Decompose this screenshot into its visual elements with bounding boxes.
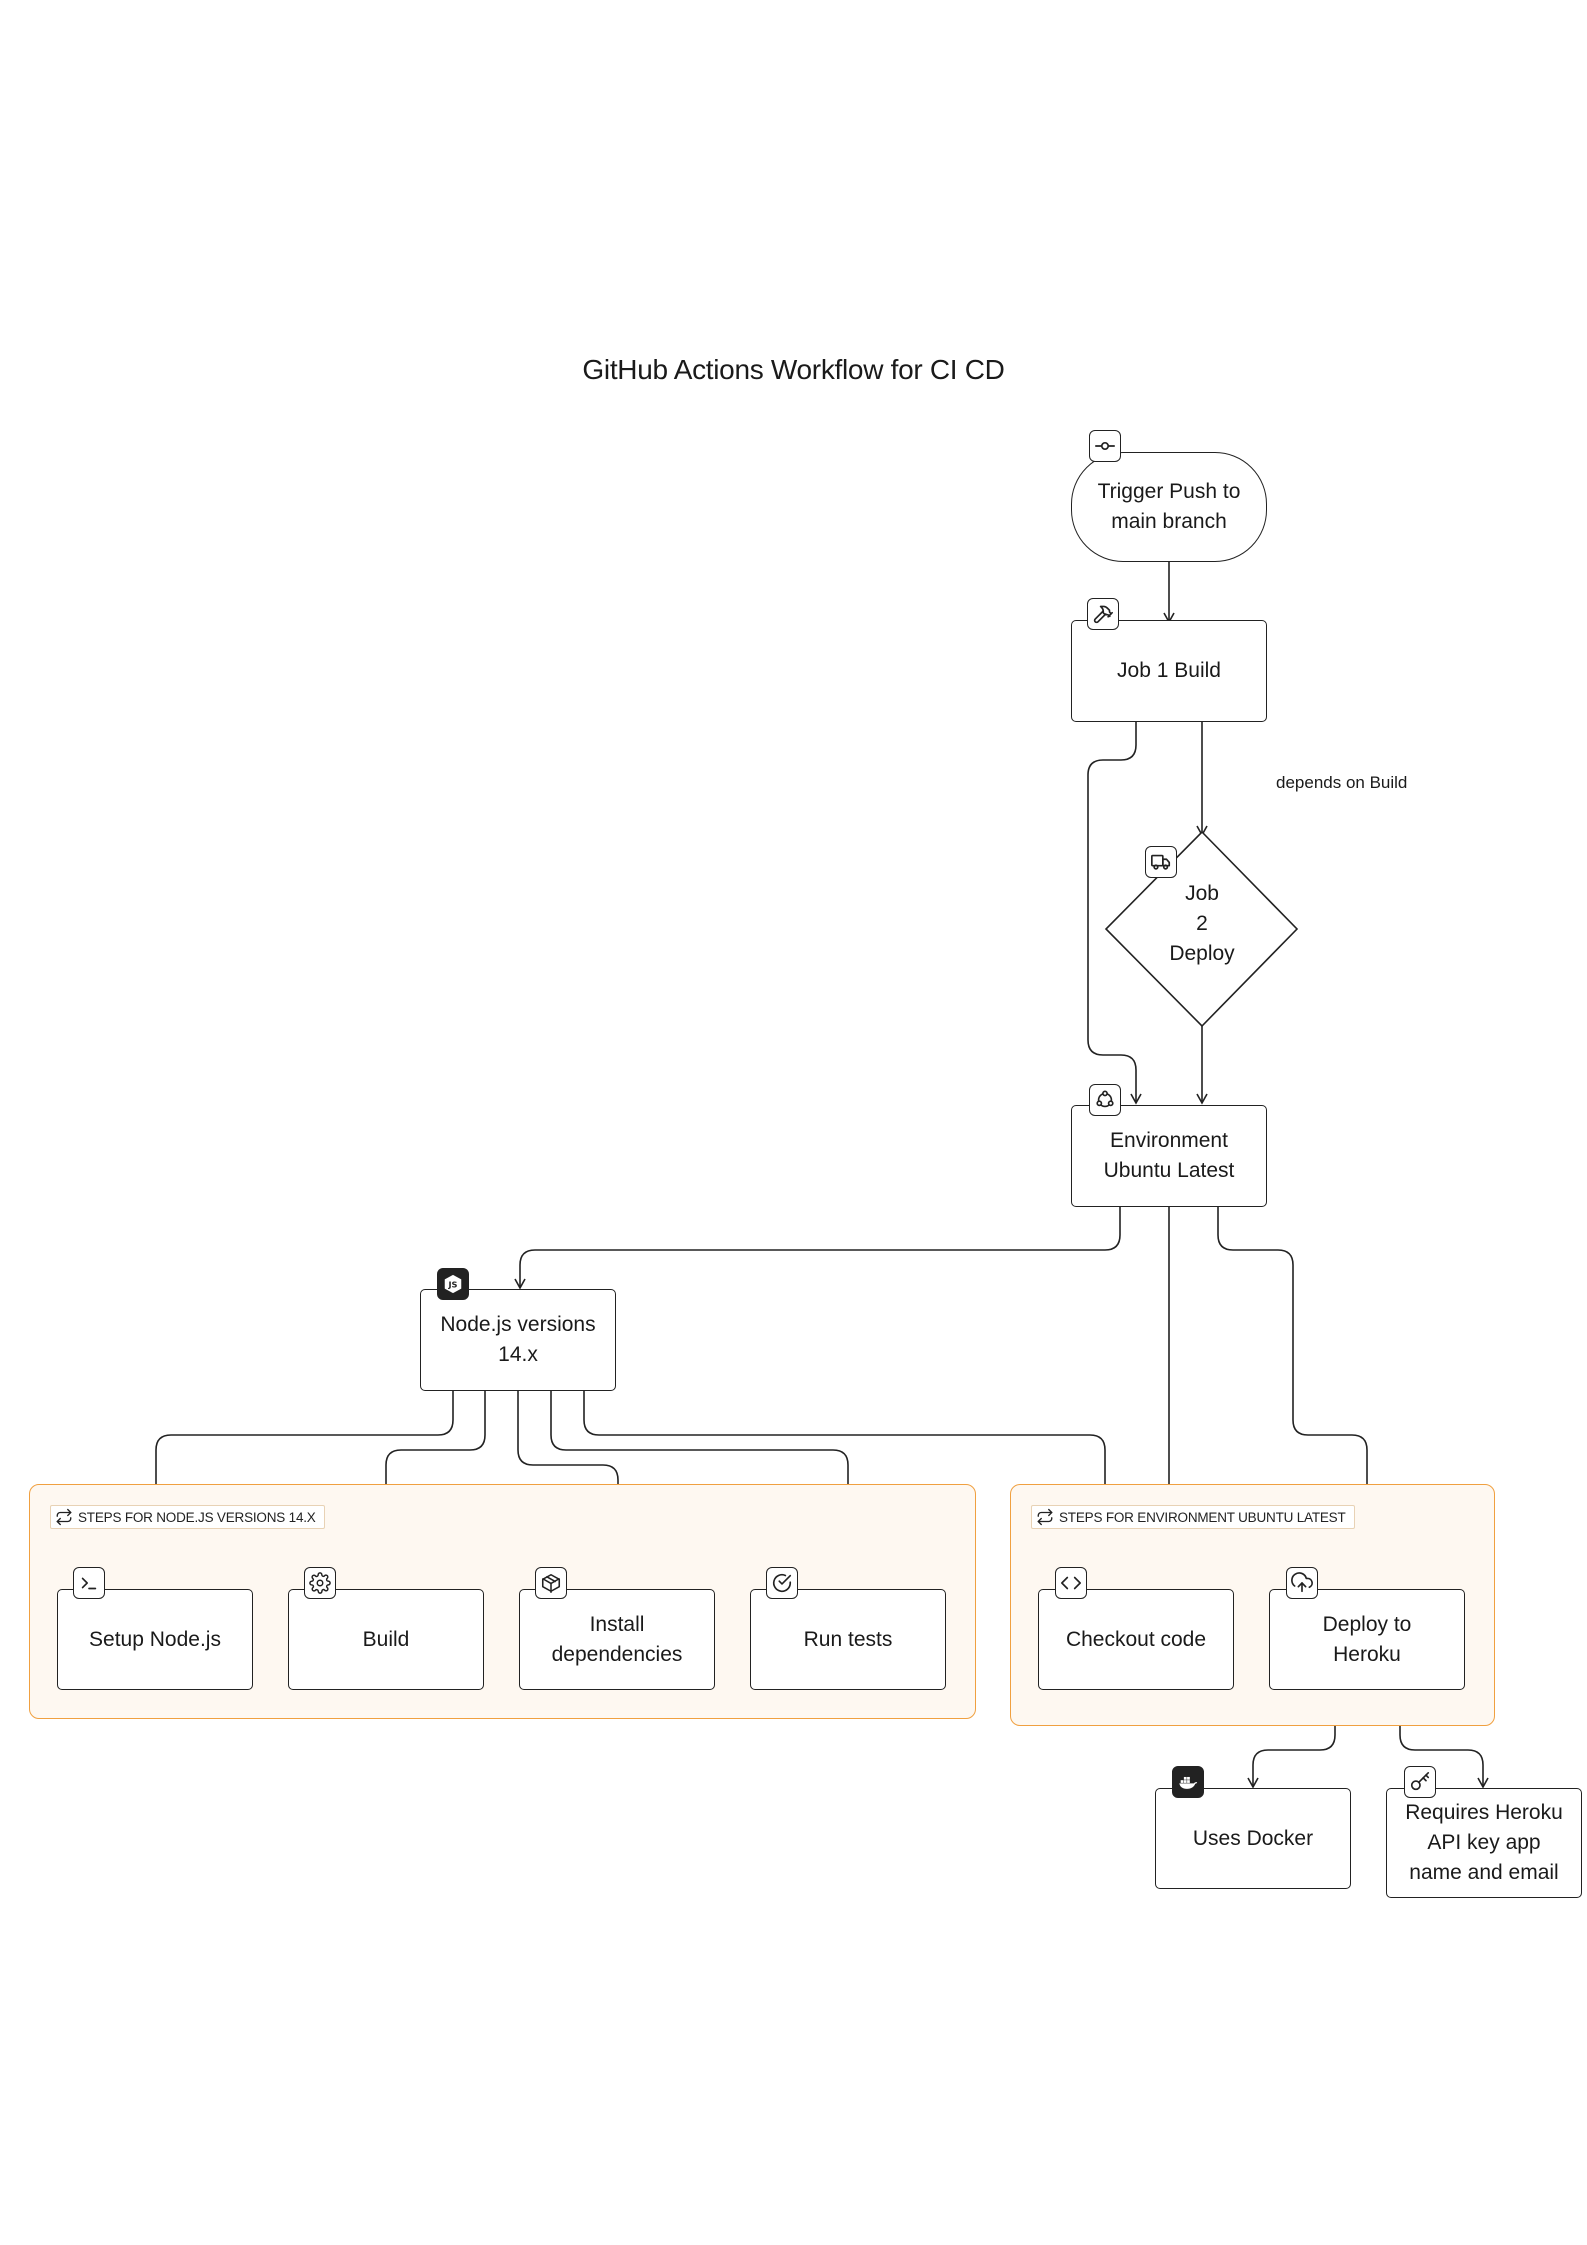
- code-icon: [1055, 1567, 1087, 1599]
- edge-deploy-requirements: [1399, 1690, 1489, 1789]
- node-environment[interactable]: Environment Ubuntu Latest: [1071, 1105, 1267, 1207]
- page-title: GitHub Actions Workflow for CI CD: [582, 354, 1005, 385]
- edge-environment-deploy: [1217, 1207, 1373, 1590]
- node-label: Build: [362, 1627, 410, 1651]
- key-icon: [1404, 1766, 1436, 1798]
- package-icon: [535, 1567, 567, 1599]
- node-checkout-code[interactable]: Checkout code: [1038, 1589, 1234, 1690]
- git-commit-icon: [1089, 430, 1121, 462]
- job2-diamond[interactable]: [1104, 830, 1299, 1028]
- node-nodejs-versions[interactable]: Node.js versions 14.x: [420, 1289, 616, 1391]
- node-label: Job 1 Build: [1117, 659, 1221, 682]
- node-setup-nodejs[interactable]: Setup Node.js: [57, 1589, 253, 1690]
- node-trigger[interactable]: Trigger Push to main branch: [1071, 452, 1267, 562]
- node-label: Run tests: [803, 1627, 893, 1651]
- edge-environment-nodeversions: [514, 1207, 1121, 1290]
- node-label: Deploy to Heroku: [1322, 1612, 1412, 1666]
- edge-nodeversions-setup: [150, 1391, 454, 1590]
- edge-nodeversions-build: [380, 1391, 486, 1590]
- group-label-text: STEPS FOR ENVIRONMENT UBUNTU LATEST: [1059, 1509, 1346, 1525]
- node-label: Node.js versions 14.x: [440, 1313, 596, 1366]
- edge-nodeversions-install: [517, 1391, 624, 1590]
- edge-deploy-docker: [1247, 1690, 1336, 1789]
- node-label: Install dependencies: [551, 1612, 683, 1666]
- edge-nodeversions-checkout: [583, 1391, 1111, 1590]
- repeat-icon: [56, 1508, 72, 1526]
- node-job2-deploy-label: Job 2 Deploy: [1169, 882, 1235, 965]
- ubuntu-icon: [1089, 1084, 1121, 1116]
- node-label: Environment Ubuntu Latest: [1103, 1129, 1235, 1182]
- truck-icon: [1145, 846, 1177, 878]
- group-label-env-steps: STEPS FOR ENVIRONMENT UBUNTU LATEST: [1031, 1505, 1355, 1529]
- edge-label-depends-on-build: depends on Build: [1276, 773, 1408, 792]
- node-label: Setup Node.js: [89, 1627, 221, 1651]
- docker-icon: [1172, 1766, 1204, 1798]
- node-label: Trigger Push to main branch: [1097, 480, 1241, 533]
- terminal-icon: [73, 1567, 105, 1599]
- check-circle-icon: [766, 1567, 798, 1599]
- repeat-icon: [1037, 1508, 1053, 1526]
- node-label: Checkout code: [1065, 1627, 1207, 1651]
- node-build[interactable]: Build: [288, 1589, 484, 1690]
- node-deploy-heroku[interactable]: Deploy to Heroku: [1269, 1589, 1465, 1690]
- group-label-text: STEPS FOR NODE.JS VERSIONS 14.X: [78, 1509, 316, 1525]
- hammer-icon: [1087, 598, 1119, 630]
- node-uses-docker[interactable]: Uses Docker: [1155, 1788, 1351, 1889]
- node-label: Uses Docker: [1192, 1826, 1314, 1850]
- edge-nodeversions-runtests: [550, 1391, 854, 1590]
- node-install-dependencies[interactable]: Install dependencies: [519, 1589, 715, 1690]
- node-label: Requires Heroku API key app name and ema…: [1405, 1801, 1563, 1884]
- node-heroku-requirements[interactable]: Requires Heroku API key app name and ema…: [1386, 1788, 1582, 1898]
- node-run-tests[interactable]: Run tests: [750, 1589, 946, 1690]
- node-job1-build[interactable]: Job 1 Build: [1071, 620, 1267, 722]
- gear-icon: [304, 1567, 336, 1599]
- cloud-upload-icon: [1286, 1567, 1318, 1599]
- svg-text:JS: JS: [447, 1280, 457, 1290]
- nodejs-icon: JS: [437, 1268, 469, 1300]
- group-label-node-steps: STEPS FOR NODE.JS VERSIONS 14.X: [50, 1505, 325, 1529]
- edge-job1-environment: [1087, 722, 1142, 1105]
